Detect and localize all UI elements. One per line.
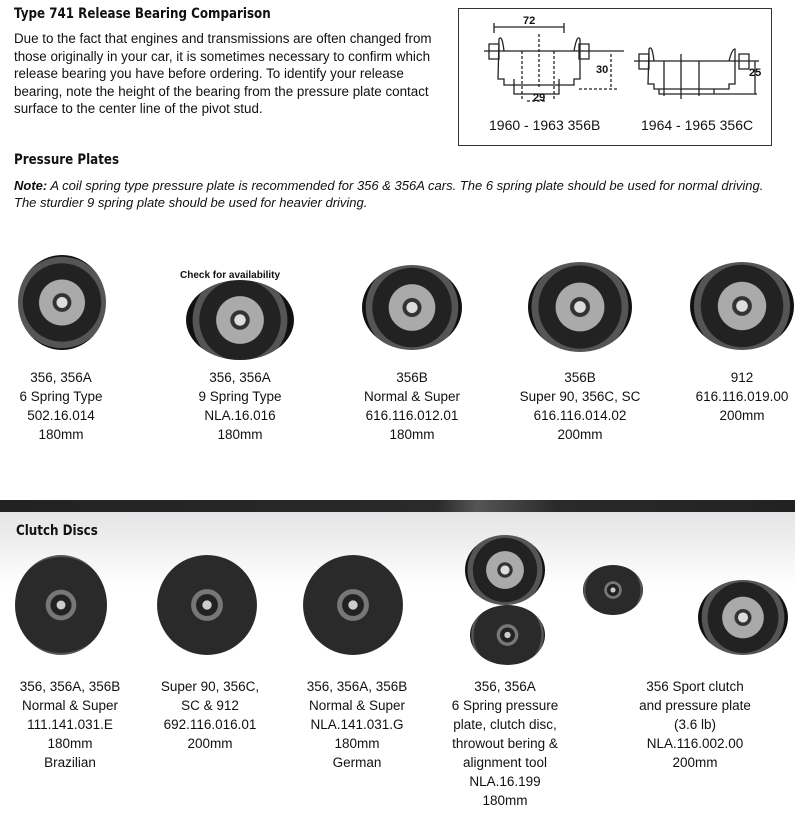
caption-line: 356B: [396, 370, 428, 385]
caption-line: 200mm: [187, 736, 233, 751]
caption-line: Normal & Super: [21, 698, 119, 713]
dim-width: 72: [523, 15, 536, 27]
clutch-disc-image: [157, 555, 257, 655]
caption-line: alignment tool: [462, 755, 548, 770]
clutch-disc-image: [15, 555, 107, 655]
dim-inner: 29: [533, 92, 546, 104]
caption-line: 356, 356A: [474, 679, 536, 694]
clutch-disc-image: [303, 555, 403, 655]
caption-line: 180mm: [38, 427, 84, 442]
note-text: A coil spring type pressure plate is rec…: [14, 178, 764, 210]
caption-line: Super 90, 356C,: [160, 679, 260, 694]
caption-line: 356B: [564, 370, 596, 385]
caption-line: 200mm: [719, 408, 765, 423]
pressure-plate-image: [18, 255, 106, 350]
caption-line: SC & 912: [181, 698, 239, 713]
caption-line: 616.116.019.00: [695, 389, 789, 404]
caption-line: NLA.16.199: [469, 774, 541, 789]
caption-line: 180mm: [482, 793, 528, 808]
caption-line: Normal & Super: [308, 698, 406, 713]
dim-height-left: 30: [596, 64, 609, 76]
caption-line: 111.141.031.E: [27, 717, 113, 732]
caption-line: 356, 356A, 356B: [19, 679, 121, 694]
pressure-plate-image: [186, 280, 294, 360]
caption-line: (3.6 lb): [673, 717, 717, 732]
pressure-plate-image: [528, 262, 632, 352]
caption-line: NLA.141.031.G: [310, 717, 404, 732]
section-divider: [0, 500, 795, 512]
product-caption: 356B Normal & Super 616.116.012.01 180mm: [327, 368, 497, 444]
bearing-drawing: [484, 23, 759, 102]
caption-line: Super 90, 356C, SC: [519, 389, 641, 404]
availability-note: Check for availability: [180, 270, 281, 281]
pressure-plate-image: [362, 265, 462, 350]
product-caption: 356B Super 90, 356C, SC 616.116.014.02 200m…: [495, 368, 665, 444]
kit-pressure-plate-image: [465, 535, 545, 605]
caption-line: 356, 356A: [30, 370, 92, 385]
caption-line: 356 Sport clutch: [646, 679, 744, 694]
caption-line: 180mm: [217, 427, 263, 442]
product-caption: Super 90, 356C, SC & 912 692.116.016.01 200…: [125, 677, 295, 753]
caption-line: German: [332, 755, 382, 770]
caption-line: 356, 356A: [209, 370, 271, 385]
bearing-diagram: 72 30 29 25 1960 - 1963 356B 1964 - 1965…: [458, 8, 772, 146]
caption-line: NLA.116.002.00: [646, 736, 744, 751]
caption-line: 356, 356A, 356B: [306, 679, 408, 694]
product-caption: 356 Sport clutch and pressure plate (3.6 l…: [610, 677, 780, 772]
caption-line: throwout bering &: [452, 736, 558, 751]
dim-height-right: 25: [749, 67, 762, 79]
caption-line: 180mm: [47, 736, 93, 751]
caption-line: 200mm: [557, 427, 603, 442]
caption-line: Brazilian: [44, 755, 96, 770]
caption-line: 9 Spring Type: [198, 389, 282, 404]
kit-clutch-disc-image: [470, 605, 545, 665]
note-label: Note:: [14, 178, 48, 193]
caption-line: 180mm: [389, 427, 435, 442]
caption-line: 616.116.014.02: [533, 408, 627, 423]
clutch-discs-title: Clutch Discs: [16, 523, 98, 539]
product-caption: 912 616.116.019.00 200mm: [657, 368, 795, 425]
caption-356b: 1960 - 1963 356B: [489, 117, 601, 133]
clutch-section-bg: [0, 512, 795, 815]
pressure-plate-image: [690, 262, 794, 350]
bearing-title: Type 741 Release Bearing Comparison: [14, 6, 271, 22]
caption-line: plate, clutch disc,: [453, 717, 557, 732]
caption-line: 692.116.016.01: [163, 717, 257, 732]
sport-plate-image: [698, 580, 788, 655]
caption-line: 6 Spring Type: [19, 389, 103, 404]
caption-line: 502.16.014: [27, 408, 95, 423]
pressure-plates-title: Pressure Plates: [14, 152, 120, 168]
caption-line: 616.116.012.01: [365, 408, 459, 423]
pressure-plates-note: Note: A coil spring type pressure plate …: [14, 177, 784, 211]
caption-356c: 1964 - 1965 356C: [641, 117, 754, 133]
caption-line: NLA.16.016: [204, 408, 276, 423]
product-caption: 356, 356A 6 Spring pressure plate, clutch …: [420, 677, 590, 810]
caption-line: and pressure plate: [639, 698, 751, 713]
caption-line: 6 Spring pressure: [451, 698, 559, 713]
bearing-intro: Due to the fact that engines and transmi…: [14, 31, 432, 116]
product-caption: 356, 356A 6 Spring Type 502.16.014 180mm: [0, 368, 146, 444]
caption-line: 180mm: [334, 736, 380, 751]
caption-line: Normal & Super: [363, 389, 461, 404]
caption-line: 200mm: [672, 755, 718, 770]
caption-line: 912: [730, 370, 754, 385]
sport-disc-image: [583, 565, 643, 615]
product-caption: 356, 356A, 356B Normal & Super 111.141.031…: [0, 677, 155, 772]
